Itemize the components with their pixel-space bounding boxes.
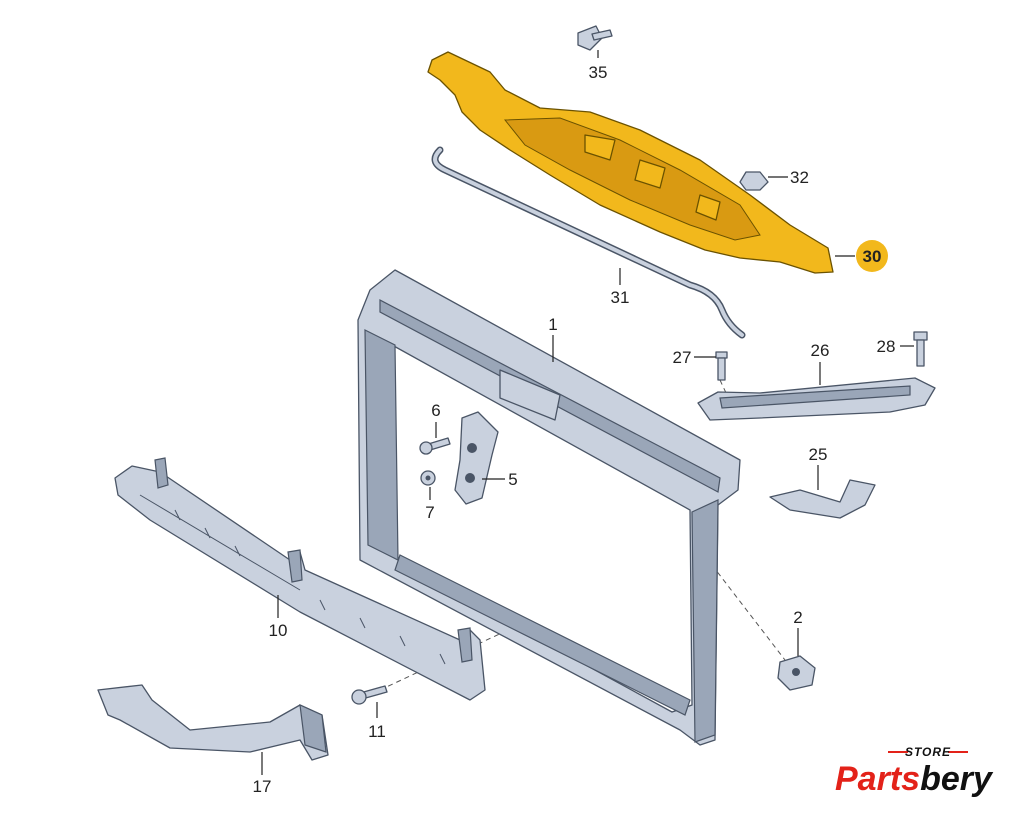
part-2-clip-nut[interactable] xyxy=(777,655,816,691)
part-7-nut[interactable] xyxy=(420,470,436,486)
callout-7: 7 xyxy=(425,503,434,522)
callout-35: 35 xyxy=(589,63,608,82)
callout-31: 31 xyxy=(611,288,630,307)
callout-17: 17 xyxy=(253,777,272,796)
part-35-clip[interactable] xyxy=(577,25,613,51)
callout-10: 10 xyxy=(269,621,288,640)
part-28-bolt[interactable] xyxy=(913,331,928,367)
part-17-air-guide[interactable] xyxy=(97,684,329,761)
callout-26: 26 xyxy=(811,341,830,360)
brand-store-text: STORE xyxy=(905,745,951,759)
callout-30-highlight xyxy=(856,240,888,272)
part-11-bolt[interactable] xyxy=(351,685,388,705)
part-1-front-carrier[interactable] xyxy=(357,269,741,746)
brand-name: Partsbery xyxy=(835,760,994,798)
part-30-cover[interactable] xyxy=(427,51,834,274)
callout-2: 2 xyxy=(793,608,802,627)
callout-32: 32 xyxy=(790,168,809,187)
callout-1: 1 xyxy=(548,315,557,334)
callout-27: 27 xyxy=(673,348,692,367)
brand-name-first: Parts xyxy=(835,760,920,798)
callout-25: 25 xyxy=(809,445,828,464)
callout-5: 5 xyxy=(508,470,517,489)
part-10-bumper-bracket[interactable] xyxy=(114,457,486,701)
brand-logo: STORE Partsbery xyxy=(835,745,994,798)
leader-lines xyxy=(261,50,914,775)
part-31-seal[interactable] xyxy=(431,146,746,339)
callout-6: 6 xyxy=(431,401,440,420)
brand-name-second: bery xyxy=(920,760,994,798)
callout-11: 11 xyxy=(368,722,386,741)
part-32-nut[interactable] xyxy=(739,171,769,191)
part-6-screw[interactable] xyxy=(419,437,451,455)
part-25-bracket[interactable] xyxy=(769,479,876,519)
part-5-bracket[interactable] xyxy=(454,411,499,505)
part-27-bolt[interactable] xyxy=(715,351,728,381)
callout-30: 30 xyxy=(863,247,882,266)
callout-labels: 35 32 30 31 1 27 26 28 6 5 7 25 10 2 11 … xyxy=(253,63,896,796)
callout-28: 28 xyxy=(877,337,896,356)
part-26-support[interactable] xyxy=(697,377,936,421)
